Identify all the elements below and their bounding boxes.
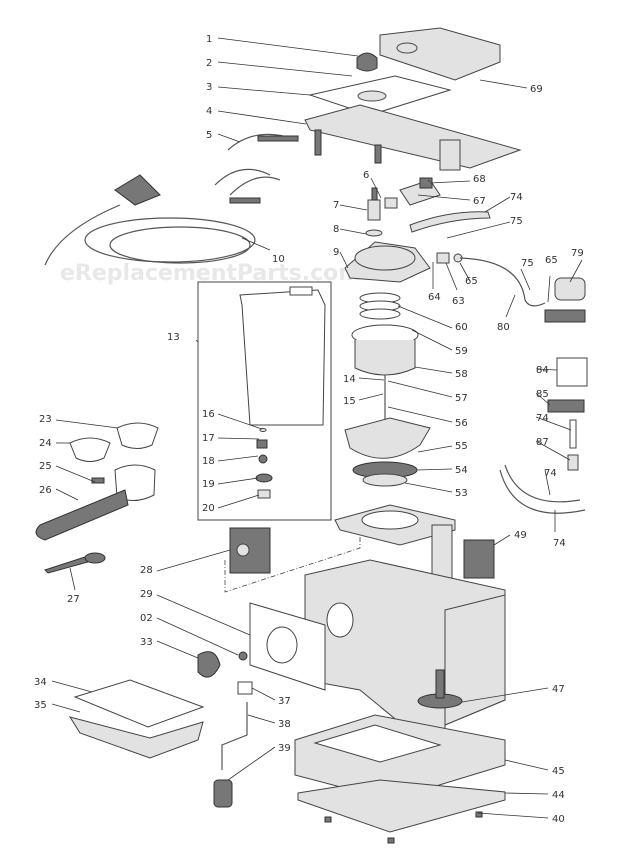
callout-13: 13 bbox=[167, 332, 180, 343]
part-steam-wand[interactable] bbox=[213, 681, 253, 808]
callout-64: 64 bbox=[428, 292, 441, 303]
part-nozzle[interactable] bbox=[417, 669, 463, 709]
callout-2: 2 bbox=[206, 58, 212, 69]
callout-8: 8 bbox=[333, 224, 339, 235]
callout-02: 02 bbox=[140, 613, 153, 624]
callout-45: 45 bbox=[552, 766, 565, 777]
callout-54: 54 bbox=[455, 465, 468, 476]
tank-group-box bbox=[197, 281, 332, 521]
part-top-cover[interactable] bbox=[379, 27, 501, 81]
callout-25: 25 bbox=[39, 461, 52, 472]
callout-44: 44 bbox=[552, 790, 565, 801]
callout-33: 33 bbox=[140, 637, 153, 648]
part-portafilter[interactable] bbox=[35, 464, 156, 541]
callout-5: 5 bbox=[206, 130, 212, 141]
callout-68: 68 bbox=[473, 174, 486, 185]
callout-74c: 74 bbox=[544, 468, 557, 479]
part-cup-warmer-grid[interactable] bbox=[308, 75, 452, 116]
leader-lines bbox=[51, 37, 583, 819]
part-water-tank[interactable] bbox=[239, 286, 326, 426]
part-front-panel[interactable] bbox=[249, 602, 326, 691]
part-steam-knob[interactable] bbox=[197, 651, 248, 678]
callout-16: 16 bbox=[202, 409, 215, 420]
callout-53: 53 bbox=[455, 488, 468, 499]
callout-55: 55 bbox=[455, 441, 468, 452]
part-power-cord[interactable] bbox=[44, 174, 256, 266]
part-insulation-pad[interactable] bbox=[463, 539, 495, 579]
callout-40: 40 bbox=[552, 814, 565, 825]
part-steam-valve[interactable] bbox=[365, 187, 398, 237]
part-knob[interactable] bbox=[356, 52, 378, 72]
callout-20: 20 bbox=[202, 503, 215, 514]
callout-24: 24 bbox=[39, 438, 52, 449]
callout-6: 6 bbox=[363, 170, 369, 181]
callout-57: 57 bbox=[455, 393, 468, 404]
callout-80: 80 bbox=[497, 322, 510, 333]
callout-75a: 75 bbox=[510, 216, 523, 227]
part-spring[interactable] bbox=[359, 292, 401, 320]
callout-74b: 74 bbox=[536, 413, 549, 424]
part-drip-tray[interactable] bbox=[68, 679, 205, 759]
callout-60: 60 bbox=[455, 322, 468, 333]
part-filter-baskets[interactable] bbox=[69, 422, 159, 462]
callout-19: 19 bbox=[202, 479, 215, 490]
callout-9: 9 bbox=[333, 247, 339, 258]
callout-59: 59 bbox=[455, 346, 468, 357]
callout-74a: 74 bbox=[510, 192, 523, 203]
callout-79: 79 bbox=[571, 248, 584, 259]
callout-84: 84 bbox=[536, 365, 549, 376]
callout-87: 87 bbox=[536, 437, 549, 448]
callout-49: 49 bbox=[514, 530, 527, 541]
callout-69: 69 bbox=[530, 84, 543, 95]
callout-47: 47 bbox=[552, 684, 565, 695]
part-group-head[interactable] bbox=[344, 417, 431, 487]
callout-38: 38 bbox=[278, 719, 291, 730]
callout-7: 7 bbox=[333, 200, 339, 211]
part-pump-valve[interactable] bbox=[544, 277, 586, 323]
callout-37: 37 bbox=[278, 696, 291, 707]
callout-26: 26 bbox=[39, 485, 52, 496]
part-wire-harness[interactable] bbox=[214, 133, 299, 204]
part-silicone-tube-top[interactable] bbox=[409, 211, 491, 233]
callout-27: 27 bbox=[67, 594, 80, 605]
callout-14: 14 bbox=[343, 374, 356, 385]
callout-56: 56 bbox=[455, 418, 468, 429]
callout-29: 29 bbox=[140, 589, 153, 600]
callout-4: 4 bbox=[206, 106, 212, 117]
callout-65a: 65 bbox=[465, 276, 478, 287]
part-fittings[interactable] bbox=[436, 252, 546, 307]
part-boiler-bracket[interactable] bbox=[334, 504, 456, 586]
callout-74d: 74 bbox=[553, 538, 566, 549]
callout-28: 28 bbox=[140, 565, 153, 576]
part-filter-holder[interactable] bbox=[351, 324, 419, 376]
callout-75b: 75 bbox=[521, 258, 534, 269]
callout-labels: 1 2 3 4 5 6 7 8 9 10 13 14 15 16 17 18 1… bbox=[34, 34, 584, 825]
callout-63: 63 bbox=[452, 296, 465, 307]
callout-34: 34 bbox=[34, 677, 47, 688]
part-top-plate[interactable] bbox=[304, 104, 522, 171]
callout-67: 67 bbox=[473, 196, 486, 207]
callout-10: 10 bbox=[272, 254, 285, 265]
part-pump[interactable] bbox=[499, 357, 588, 514]
callout-85: 85 bbox=[536, 389, 549, 400]
callout-3: 3 bbox=[206, 82, 212, 93]
callout-58: 58 bbox=[455, 369, 468, 380]
part-measuring-scoop[interactable] bbox=[44, 552, 106, 574]
callout-18: 18 bbox=[202, 456, 215, 467]
part-tank-valve-parts[interactable] bbox=[255, 428, 273, 499]
callout-39: 39 bbox=[278, 743, 291, 754]
callout-65b: 65 bbox=[545, 255, 558, 266]
callout-23: 23 bbox=[39, 414, 52, 425]
callout-15: 15 bbox=[343, 396, 356, 407]
callout-17: 17 bbox=[202, 433, 215, 444]
part-base[interactable] bbox=[294, 714, 506, 801]
callout-1: 1 bbox=[206, 34, 212, 45]
part-base-plate[interactable] bbox=[297, 779, 506, 844]
part-switches[interactable] bbox=[399, 177, 441, 206]
part-main-body[interactable] bbox=[304, 559, 506, 762]
callout-35: 35 bbox=[34, 700, 47, 711]
part-boiler[interactable] bbox=[344, 241, 431, 283]
